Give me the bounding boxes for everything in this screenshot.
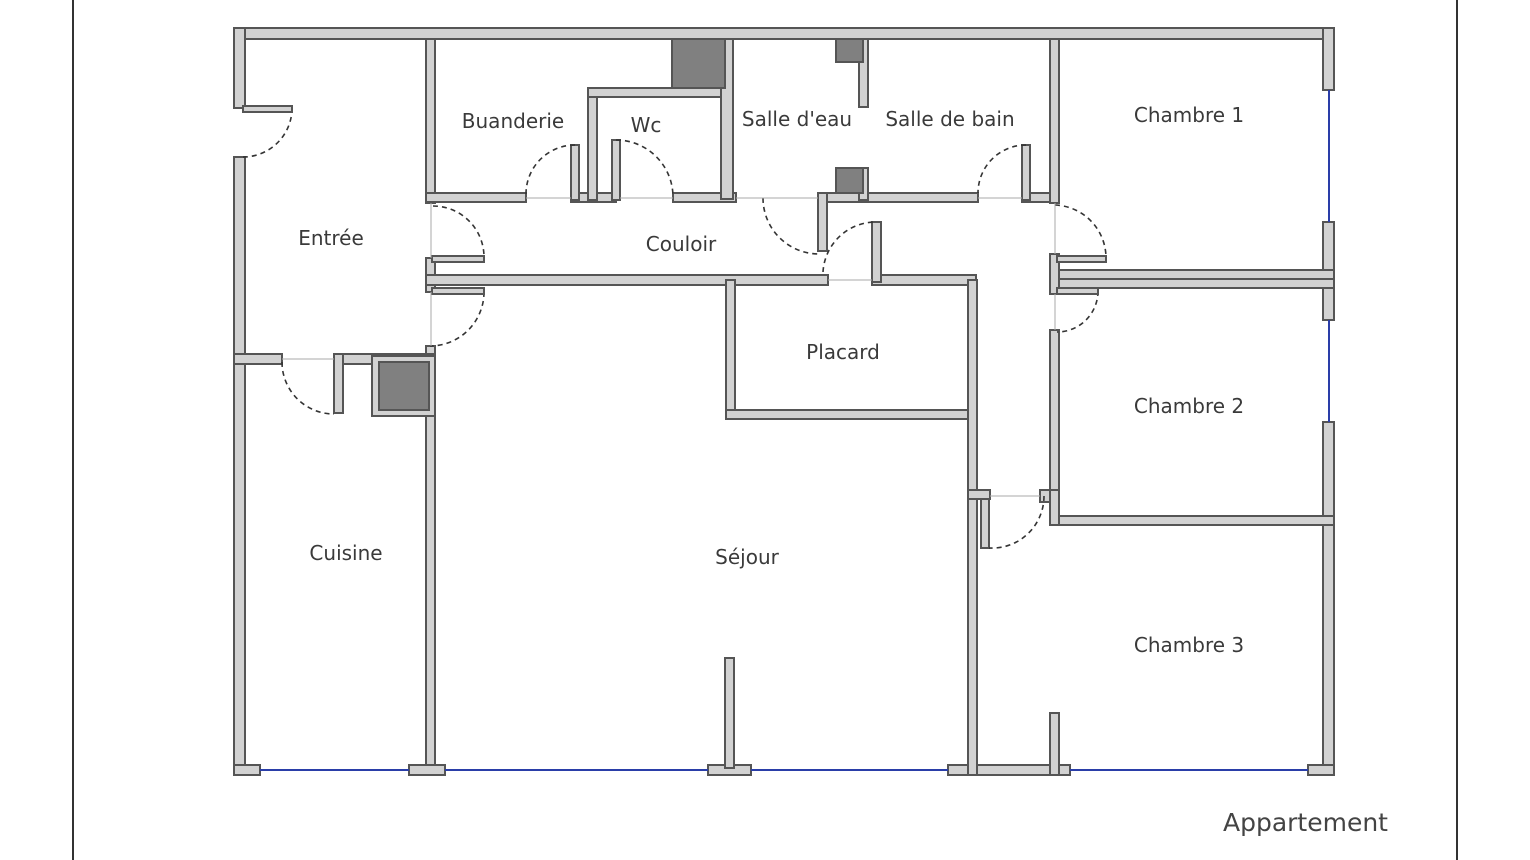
wall-chambre3-left xyxy=(967,489,978,776)
room-label-entree: Entrée xyxy=(298,226,364,250)
room-label-cuisine: Cuisine xyxy=(309,541,383,565)
door-buanderie xyxy=(525,144,576,195)
wall-bath-door-jamb xyxy=(1021,144,1031,201)
room-label-sejour: Séjour xyxy=(715,545,779,569)
wall-corridor-jamb xyxy=(871,221,882,283)
door-couloir-placard xyxy=(822,221,877,273)
duct-salle-eau-bottom xyxy=(835,167,864,194)
wall-outer-left-upper xyxy=(233,27,246,109)
door-wc xyxy=(615,139,674,198)
door-cuisine xyxy=(281,361,335,415)
wall-chambre2-top xyxy=(1049,278,1335,289)
wall-placard-right xyxy=(967,279,978,499)
wall-outer-left-lower xyxy=(233,156,246,776)
door-entree-sejour xyxy=(429,291,485,347)
door-leaf-entree-sejour xyxy=(431,287,485,295)
wall-entree-cuisine-left xyxy=(233,353,283,365)
duct-cuisine xyxy=(378,361,430,411)
wall-chambre1-bottom xyxy=(1049,269,1335,280)
wall-cuisine-jamb xyxy=(333,353,344,414)
wall-chambre3-stub xyxy=(967,489,991,500)
wall-corridor-bottom-right xyxy=(871,274,977,286)
wall-chambre2-left-stub xyxy=(1049,489,1060,526)
wall-outer-right-1 xyxy=(1322,27,1335,91)
room-label-salle-eau: Salle d'eau xyxy=(741,107,853,131)
wall-outer-top xyxy=(233,27,1335,40)
doors xyxy=(242,107,1107,549)
door-chambre3 xyxy=(988,495,1045,549)
walls xyxy=(233,27,1335,776)
wall-outer-right-3 xyxy=(1322,421,1335,776)
room-label-chambre1: Chambre 1 xyxy=(1133,103,1245,127)
wall-wc-door-jamb xyxy=(611,139,621,201)
wall-corridor-stub xyxy=(817,192,828,252)
door-salle-bain xyxy=(977,144,1027,194)
page-border xyxy=(72,0,1458,860)
wall-outer-bottom-2 xyxy=(408,764,446,776)
door-chambre1 xyxy=(1054,204,1107,259)
wall-placard-bottom xyxy=(725,409,977,420)
room-label-buanderie: Buanderie xyxy=(461,109,565,133)
thresholds xyxy=(282,197,1056,497)
wall-bath-bottom xyxy=(817,192,979,203)
wall-chambre2-bottom xyxy=(1049,515,1335,526)
room-label-placard: Placard xyxy=(806,340,880,364)
door-salle-eau xyxy=(762,197,820,255)
door-leaf-chambre1 xyxy=(1056,255,1107,263)
door-entree-main xyxy=(242,107,293,158)
room-label-chambre3: Chambre 3 xyxy=(1133,633,1245,657)
room-label-chambre2: Chambre 2 xyxy=(1133,394,1245,418)
wall-entree-right-top xyxy=(425,38,436,204)
wall-outer-bottom-1 xyxy=(233,764,261,776)
wall-bath-chambre1 xyxy=(1049,38,1060,204)
door-leaves xyxy=(242,105,1107,295)
door-leaf-chambre2 xyxy=(1056,287,1099,295)
wall-sejour-stub xyxy=(724,657,735,769)
windows xyxy=(260,90,1330,771)
wall-placard-left xyxy=(725,279,736,419)
wall-corr-right-b xyxy=(1049,329,1060,501)
wall-buanderie-door-jamb xyxy=(570,144,580,201)
door-leaf-entree xyxy=(242,105,293,113)
door-entree-couloir xyxy=(432,205,485,258)
door-leaf-entree-couloir xyxy=(431,255,485,263)
wall-outer-bottom-5 xyxy=(1307,764,1335,776)
duct-buanderie xyxy=(671,38,726,89)
wall-corridor-bottom-left xyxy=(425,274,829,286)
door-chambre2 xyxy=(1056,290,1099,333)
room-label-couloir: Couloir xyxy=(645,232,717,256)
room-label-wc: Wc xyxy=(630,113,662,137)
room-label-salle-bain: Salle de bain xyxy=(885,107,1015,131)
wall-buanderie-bottom xyxy=(425,192,527,203)
wall-chambre3-inner xyxy=(1049,712,1060,776)
wall-buanderie-wc xyxy=(587,87,598,201)
wall-chambre3-door-jamb xyxy=(980,491,990,549)
ducts xyxy=(378,38,864,411)
wall-wc-top xyxy=(587,87,726,98)
duct-salle-eau-top xyxy=(835,38,864,63)
plan-title: Appartement xyxy=(1222,808,1388,837)
